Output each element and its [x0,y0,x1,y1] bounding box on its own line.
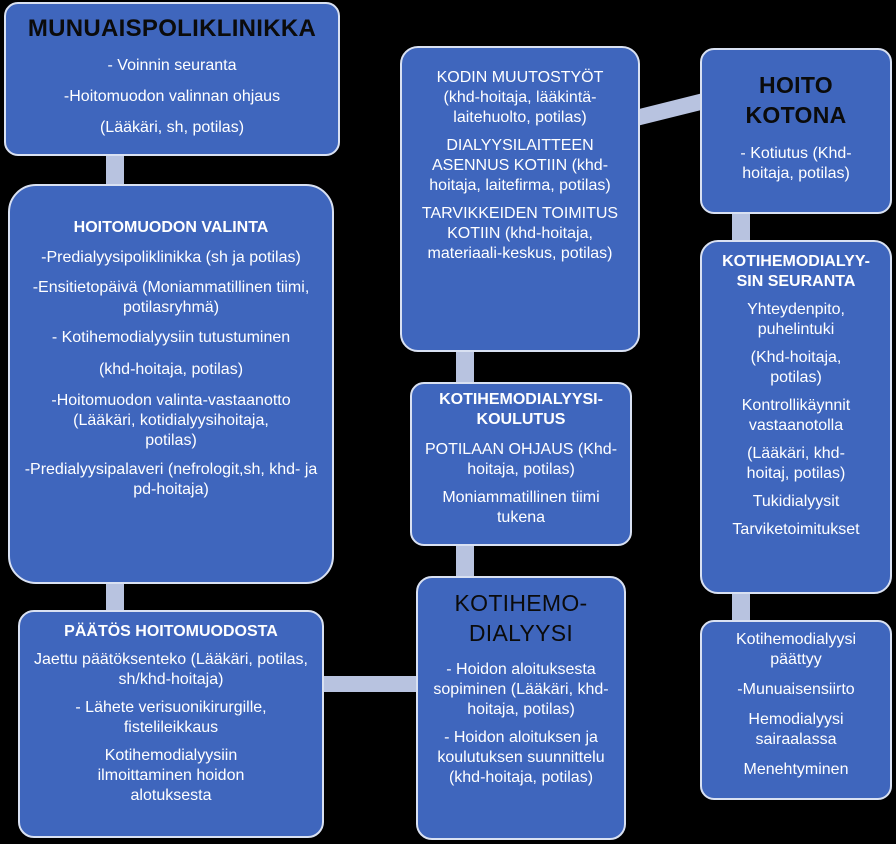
box-line: (khd-hoitaja, potilas) [98,361,244,378]
box-line: (Khd-hoitaja, potilas) [750,349,842,386]
box-line: -Hoitomuodon valinta-vastaanotto (Lääkär… [51,392,291,449]
box-title: KOTIHEMO-DIALYYSI [454,590,588,646]
box-line: DIALYYSILAITTEEN ASENNUS KOTIIN (khd-hoi… [429,137,611,194]
box-koulutus: KOTIHEMODIALYYSI-KOULUTUS POTILAAN OHJAU… [410,382,632,546]
box-title: KOTIHEMODIALYYSI-KOULUTUS [439,391,603,428]
box-line: - Lähete verisuonikirurgille, fistelilei… [75,699,267,736]
connector-valinta-paatos [106,578,124,614]
connector-paatos-khd [320,676,420,692]
box-title: HOITO KOTONA [745,72,847,128]
box-title: PÄÄTÖS HOITOMUODOSTA [64,623,278,640]
box-line: Kontrollikäynnit vastaanotolla [741,397,851,434]
box-munuaispoliklinikka: MUNUAISPOLIKLINIKKA - Voinnin seuranta -… [4,2,340,156]
box-line: - Hoidon aloituksen ja koulutuksen suunn… [437,729,605,786]
box-line: Jaettu päätöksenteko (Lääkäri, potilas, … [34,651,308,688]
box-title: HOITOMUODON VALINTA [73,219,269,236]
box-seuranta: KOTIHEMODIALYY-SIN SEURANTA Yhteydenpito… [700,240,892,594]
box-line: Menehtyminen [743,761,849,778]
box-line: Kotihemodialyysiin ilmoittaminen hoidon … [97,747,245,804]
box-line: Hemodialyysi sairaalassa [748,711,844,748]
connector-seuranta-paattyy [732,590,750,624]
box-line: - Hoidon aloituksesta sopiminen (Lääkäri… [433,661,609,718]
connector-kodin-kotona [634,93,706,126]
box-line: POTILAAN OHJAUS (Khd-hoitaja, potilas) [424,441,618,478]
box-line: Moniammatillinen tiimi tukena [442,489,600,526]
box-line: Yhteydenpito, puhelintuki [747,301,845,338]
box-hoitomuodon-valinta: HOITOMUODON VALINTA -Predialyysipoliklin… [8,184,334,584]
box-line: Kotihemodialyysi päättyy [735,631,857,668]
box-line: (Lääkäri, sh, potilas) [99,119,245,136]
box-paatos-hoitomuodosta: PÄÄTÖS HOITOMUODOSTA Jaettu päätöksentek… [18,610,324,838]
box-line: - Kotihemodialyysiin tutustuminen [51,329,291,346]
box-hoito-kotona: HOITO KOTONA - Kotiutus (Khd-hoitaja, po… [700,48,892,214]
box-line: Tarviketoimitukset [732,521,860,538]
connector-kotona-seuranta [732,210,750,246]
box-line: TARVIKKEIDEN TOIMITUS KOTIIN (khd-hoitaj… [421,205,619,262]
connector-munuais-valinta [106,150,124,188]
box-kotihemodialyysi: KOTIHEMO-DIALYYSI - Hoidon aloituksesta … [416,576,626,840]
box-line: -Ensitietopäivä (Moniammatillinen tiimi,… [32,279,310,316]
box-paattyy: Kotihemodialyysi päättyy -Munuaisensiirt… [700,620,892,800]
connector-kodin-koulutus [456,350,474,388]
box-line: KODIN MUUTOSTYÖT (khd-hoitaja, lääkintä-… [436,69,604,126]
box-line: Tukidialyysit [752,493,840,510]
connector-koulutus-khd [456,540,474,580]
box-line: -Munuaisensiirto [737,681,855,698]
box-line: - Kotiutus (Khd-hoitaja, potilas) [740,145,852,182]
box-line: (Lääkäri, khd-hoitaj, potilas) [746,445,846,482]
box-line: -Hoitomuodon valinnan ohjaus [63,88,281,105]
box-title: MUNUAISPOLIKLINIKKA [27,15,317,42]
box-kodin-muutostyot: KODIN MUUTOSTYÖT (khd-hoitaja, lääkintä-… [400,46,640,352]
box-line: - Voinnin seuranta [107,57,237,74]
box-title: KOTIHEMODIALYY-SIN SEURANTA [722,253,870,290]
box-line: -Predialyysipoliklinikka (sh ja potilas) [41,249,301,266]
box-line: -Predialyysipalaveri (nefrologit,sh, khd… [24,461,318,498]
